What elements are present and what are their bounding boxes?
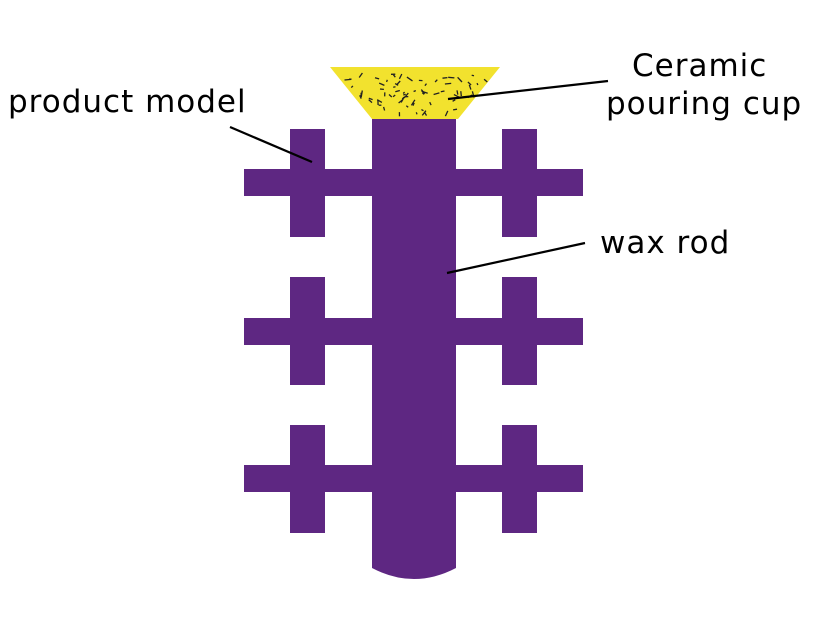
speckle-mark <box>393 86 396 88</box>
speckle-mark <box>378 82 385 86</box>
label-wax-rod: wax rod <box>600 225 731 261</box>
product-model-right-3 <box>502 425 537 533</box>
speckle-mark <box>421 110 427 116</box>
speckle-mark <box>406 76 413 82</box>
leader-line-wax-rod <box>446 241 586 275</box>
label-pouring-cup: pouring cup <box>606 86 803 122</box>
label-ceramic: Ceramic <box>632 48 768 84</box>
speckle-mark <box>433 92 440 96</box>
ceramic-pouring-cup <box>330 67 500 119</box>
speckle-mark <box>368 97 373 101</box>
speckle-mark <box>442 76 448 79</box>
speckle-mark <box>394 83 399 86</box>
speckle-mark <box>424 112 428 116</box>
speckle-mark <box>421 109 424 112</box>
speckle-mark <box>398 98 404 104</box>
speckle-mark <box>457 76 463 83</box>
product-model-left-2 <box>290 277 325 385</box>
speckle-mark <box>388 94 393 98</box>
product-model-right-1 <box>502 129 537 237</box>
product-model-right-2 <box>502 277 537 385</box>
product-model-left-1 <box>290 129 325 237</box>
speckle-mark <box>424 83 428 87</box>
speckle-mark <box>374 77 380 80</box>
speckle-mark <box>476 82 479 86</box>
speckle-mark <box>392 74 396 78</box>
speckle-mark <box>359 95 362 99</box>
leader-line-product-model <box>229 125 313 164</box>
speckle-mark <box>434 79 438 83</box>
speckle-mark <box>452 108 458 111</box>
speckle-mark <box>385 79 388 83</box>
speckle-mark <box>468 84 472 90</box>
speckle-mark <box>448 76 455 79</box>
speckle-mark <box>376 99 383 103</box>
speckle-mark <box>483 78 488 83</box>
speckle-mark <box>471 74 475 77</box>
speckle-mark <box>440 90 445 93</box>
speckle-mark <box>410 99 416 106</box>
speckle-mark <box>415 112 418 115</box>
speckle-mark <box>350 85 354 89</box>
speckle-mark <box>456 90 459 95</box>
speckle-mark <box>405 105 409 108</box>
speckle-mark <box>429 101 432 106</box>
speckle-mark <box>360 90 363 98</box>
speckle-mark <box>402 91 406 94</box>
speckle-mark <box>421 90 428 94</box>
leader-line-pouring-cup <box>447 79 609 101</box>
speckle-mark <box>403 93 406 96</box>
speckle-mark <box>358 72 363 78</box>
speckle-mark <box>452 99 456 102</box>
speckle-mark <box>398 73 403 80</box>
speckle-mark <box>460 91 462 97</box>
label-product-model: product model <box>8 84 247 120</box>
speckle-mark <box>467 81 472 86</box>
speckle-mark <box>368 99 373 104</box>
speckle-mark <box>421 92 425 95</box>
speckle-mark <box>395 89 400 93</box>
speckle-mark <box>392 94 396 98</box>
speckle-mark <box>444 110 449 117</box>
speckle-mark <box>413 89 417 93</box>
speckle-mark <box>403 92 409 99</box>
speckle-mark <box>382 106 386 111</box>
speckle-mark <box>444 82 452 85</box>
speckle-mark <box>412 102 415 106</box>
product-model-left-3 <box>290 425 325 533</box>
wax-rod <box>372 118 456 579</box>
